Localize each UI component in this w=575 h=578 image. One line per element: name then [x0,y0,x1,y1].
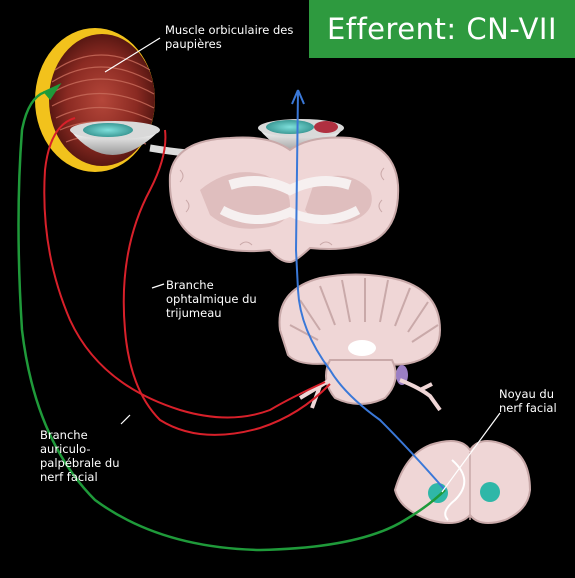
facial-nerve [17,83,446,552]
label-auriculopalpebral-branch: Branche auriculo- palpébrale du nerf fac… [40,428,120,484]
brain-section [168,136,400,264]
cerebellum-section [278,273,442,412]
title-banner: Efferent: CN-VII [309,0,575,58]
label-orbicularis-muscle: Muscle orbiculaire des paupières [165,23,294,51]
label-ophthalmic-branch: Branche ophtalmique du trijumeau [166,278,257,320]
left-eye [70,121,160,155]
trigeminal-ophthalmic-branch [43,117,331,436]
label-pointers [104,37,501,493]
label-facial-nucleus: Noyau du nerf facial [499,387,557,415]
ascending-pathway [291,89,446,491]
medulla-section [393,440,532,525]
